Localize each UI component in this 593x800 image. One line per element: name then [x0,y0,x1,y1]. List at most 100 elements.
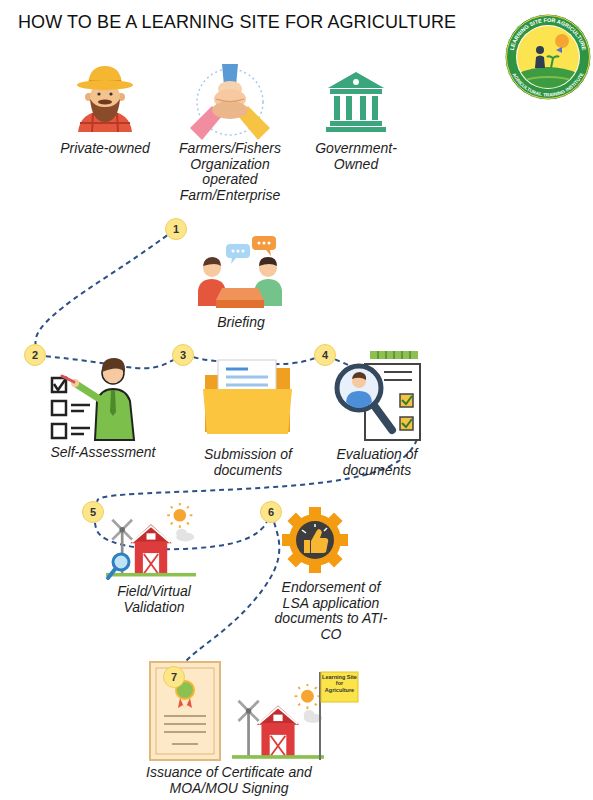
briefing-icon-part [268,242,271,245]
step-node: 5Field/Virtual Validation [82,501,104,523]
evaluation-icon-part [352,372,366,380]
self-assessment-icon-part [102,358,125,372]
briefing-icon-part [259,257,277,266]
logo-badge: LEARNING SITE FOR AGRICULTURE AGRICULTURA… [505,14,591,100]
owner-caption: Farmers/Fishers Organization operated Fa… [169,141,291,204]
dashed-connector [97,359,419,501]
evaluation-icon-part [402,396,412,404]
self-assessment-icon-part [52,424,66,438]
certificate-icon-part [178,698,185,709]
endorsement-badge-icon-part [302,524,327,533]
step-caption: Self-Assessment [38,445,168,461]
endorsement-badge-icon-part-part [302,530,306,533]
logo-arc-text: AGRICULTURAL TRAINING INSTITUTE [511,71,585,97]
farm-validation-icon-part [113,554,129,570]
logo-arc-text: LEARNING SITE FOR AGRICULTURE [509,17,588,51]
endorsement-badge-icon-part-part [289,514,341,566]
evaluation-icon-part-part [394,351,395,359]
self-assessment-icon-part [110,390,116,416]
document-folder-icon-part [203,389,292,434]
endorsement-badge-icon-part [304,540,310,553]
step-caption: Briefing [191,315,291,331]
government-building-icon-part [360,96,366,120]
self-assessment-icon-part [71,427,90,430]
briefing-icon [198,236,282,308]
step-number: 1 [166,219,186,239]
certificate-icon-part [164,723,206,725]
government-building-icon-part [334,96,340,120]
farmer-icon-part [98,100,112,105]
evaluation-icon [337,351,420,440]
briefing-icon-part [237,250,240,253]
evaluation-icon-part [384,379,412,381]
joined-hands-icon [190,64,270,140]
self-assessment-icon-part [71,404,90,407]
briefing-icon-part [252,236,276,250]
logo-badge-part-part [535,56,545,69]
self-assessment-icon-part [71,433,84,436]
farm-with-flag-icon-part [232,683,324,758]
logo-badge-part-part [536,46,544,54]
step-number: 5 [83,502,103,522]
step-node: 1Briefing [165,218,187,240]
logo-badge-part [512,24,584,92]
briefing-icon-part [242,250,245,253]
certificate-icon-part [164,715,206,717]
briefing-icon-part [258,242,261,245]
endorsement-badge-icon-part [296,521,334,559]
farmer-icon-part [90,99,120,122]
joined-hands-icon-part [216,99,244,102]
endorsement-badge-icon-part-part [314,524,316,527]
step-node: 6Endorsement of LSA application document… [260,501,282,523]
step-node: 3Submission of documents [172,344,194,366]
evaluation-icon-part-part [378,351,379,359]
endorsement-badge-icon-part [311,529,328,553]
step-caption: Endorsement of LSA application documents… [268,580,394,643]
logo-badge-part-part [547,56,559,68]
document-folder-icon-part [226,368,248,371]
logo-badge-part [505,14,591,100]
farm-validation-icon-part [106,503,196,577]
self-assessment-icon-part [62,376,74,382]
step-number: 7 [164,667,184,687]
logo-arc-text: AGRICULTURAL TRAINING INSTITUTE [511,71,585,97]
step-number: 4 [315,345,335,365]
government-building-icon-part [330,89,382,94]
owner-caption: Private-owned [50,141,160,157]
evaluation-icon-part [373,404,392,430]
government-building-icon [326,72,386,132]
dashed-connector [35,235,167,344]
evaluation-icon-part-part [410,351,411,359]
government-building-icon-part [353,79,359,85]
evaluation-icon-part-part [386,351,387,359]
government-building-icon-part [372,96,378,120]
step-caption: Evaluation of documents [321,447,433,478]
briefing-icon-part [216,288,264,300]
certificate-icon-part [150,662,220,760]
briefing-icon-part [203,257,221,266]
self-assessment-icon-part [52,401,66,415]
briefing-icon-part [231,258,236,264]
owner-type-node: Private-owned [50,141,160,157]
step-caption: Issuance of Certificate and MOA/MOU Sign… [123,765,335,796]
step-caption: Field/Virtual Validation [102,584,206,615]
logo-arc-text: LEARNING SITE FOR AGRICULTURE [509,17,588,51]
evaluation-icon-part [337,366,381,410]
evaluation-icon-part [384,371,412,373]
evaluation-icon-part [370,351,418,359]
evaluation-icon-part [402,419,412,427]
step-node: 7Issuance of Certificate and MOA/MOU Sig… [163,666,185,688]
document-folder-icon-part [226,376,268,379]
government-building-icon-part [330,121,382,126]
owner-type-node: Government-Owned [310,141,402,172]
farm-with-flag-icon [232,672,358,760]
step-number: 3 [173,345,193,365]
farm-validation-icon [106,503,196,578]
step-caption: Submission of documents [192,447,304,478]
farmer-icon-part [109,92,112,95]
farmer-icon [77,66,133,132]
evaluation-icon-part [400,394,413,407]
step-node: 2Self-Assessment [24,344,46,366]
